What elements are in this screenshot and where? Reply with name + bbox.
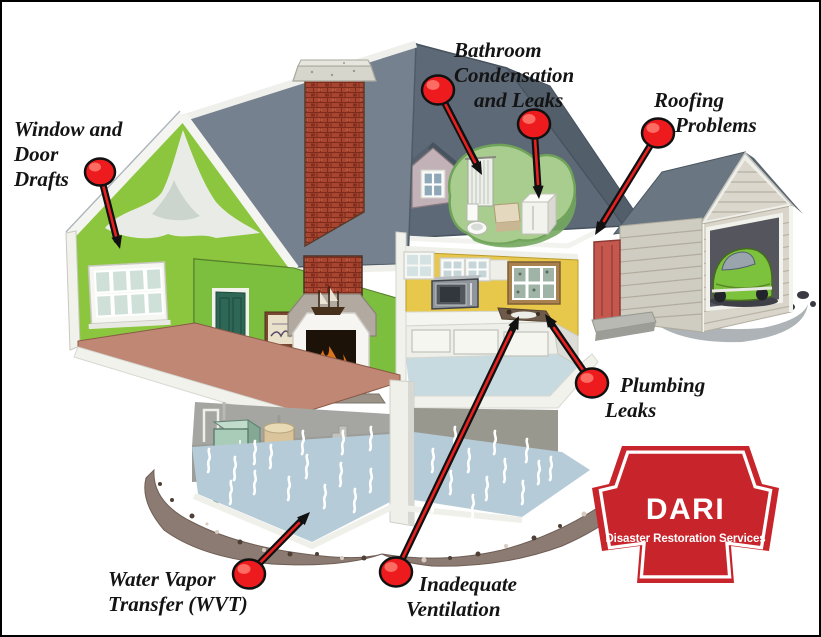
basement-floor-right: [414, 432, 590, 517]
bathroom-vanity: [493, 202, 521, 232]
kitchen-window: [507, 261, 561, 305]
label-line: Roofing: [654, 88, 725, 112]
basement-floor-left: [192, 434, 390, 542]
basement-right-wall: [414, 408, 558, 454]
door-steps: [591, 311, 657, 341]
garage-gable-siding: [706, 160, 788, 221]
arrow-plumbing-leaks: [545, 314, 610, 399]
front-window-8pane: [87, 261, 171, 330]
dormer: [406, 142, 461, 209]
label-line: Water Vapor: [108, 567, 216, 591]
arrow-window-door-drafts: [83, 157, 122, 249]
dari-logo-keystone: [592, 446, 779, 583]
garage-ground-shadow: [650, 304, 808, 343]
label-line: Window and: [14, 117, 123, 141]
chimney-cap: [292, 65, 377, 82]
dari-logo: DARI Disaster Restoration Services: [592, 446, 779, 583]
dormer-window: [420, 169, 446, 199]
basement: [144, 379, 661, 567]
basement-pipe: [202, 408, 220, 442]
label-line: and Leaks: [474, 88, 564, 112]
bathroom-cabinet: [520, 192, 558, 236]
bathroom-cutaway: [447, 143, 577, 248]
label-line: Leaks: [605, 398, 657, 422]
label-line: Problems: [675, 113, 757, 137]
attic-area: [105, 130, 260, 239]
label-line: Drafts: [14, 167, 69, 191]
callouts: [83, 74, 676, 590]
ship-model: [311, 286, 345, 315]
label-window-door-drafts: Window and Door Drafts: [14, 117, 122, 192]
red-side-door: [593, 239, 621, 321]
microwave: [431, 275, 482, 310]
chimney: [292, 59, 377, 248]
arrow-roofing-problems: [595, 117, 676, 235]
label-inadequate-ventilation: Inadequate Ventilation: [406, 572, 517, 622]
kitchen-small-window: [403, 251, 435, 280]
label-plumbing-leaks: Plumbing Leaks: [605, 373, 705, 423]
kitchen-slab-edge: [405, 353, 599, 409]
arrow-inadequate-ventilation: [378, 316, 519, 588]
toilet: [466, 203, 488, 235]
label-line: Plumbing: [620, 373, 706, 397]
label-line: Condensation: [454, 63, 575, 87]
kitchen: [395, 231, 599, 409]
marker-bathroom-2: [516, 108, 552, 140]
label-bathroom-condensation: Bathroom Condensation and Leaks: [454, 38, 574, 113]
label-line: Ventilation: [406, 597, 501, 621]
dari-logo-acronym: DARI: [646, 493, 725, 526]
label-line: Bathroom: [454, 38, 542, 62]
label-water-vapor-transfer: Water Vapor Transfer (WVT): [108, 567, 248, 617]
marker-plumbing-leaks: [574, 367, 610, 399]
car-window: [721, 251, 756, 271]
dari-logo-inner-outline: [598, 450, 773, 579]
label-line: Door: [14, 142, 59, 166]
label-line: Transfer (WVT): [108, 592, 248, 616]
dari-logo-tagline: Disaster Restoration Services: [605, 533, 765, 545]
label-line: Inadequate: [419, 572, 518, 596]
arrow-bathroom-1: [420, 74, 482, 175]
marker-bathroom-1: [420, 74, 456, 106]
arrow-water-vapor-transfer: [231, 512, 310, 590]
side-wall: [591, 217, 703, 341]
label-roofing-problems: Roofing Problems: [654, 88, 757, 138]
car: [710, 247, 778, 307]
arrow-bathroom-2: [516, 108, 552, 199]
